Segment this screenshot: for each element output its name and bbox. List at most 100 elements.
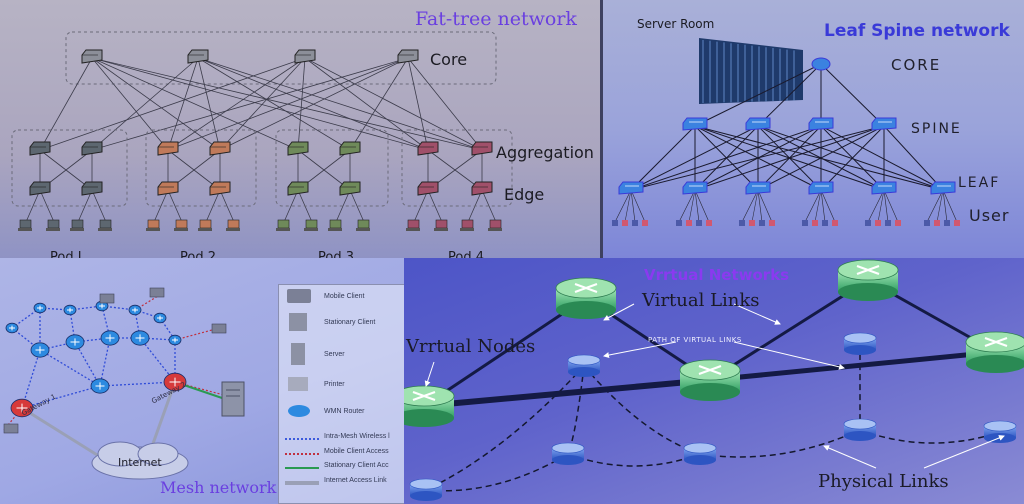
legend-printer: Printer [324,381,345,388]
host-computer-icon [276,219,290,231]
wmn-router-icon [168,334,182,346]
user-device-icon [924,220,930,226]
virtual-nodes-label: Vrrtual Nodes [406,336,536,357]
host-computer-icon [460,219,474,231]
fat-tree-title: Fat-tree network [415,8,577,30]
user-device-icon [642,220,648,226]
spine-tier-label: SPINE [911,121,962,137]
legend-mobile-client: Mobile Client [324,293,365,300]
mesh-nodes [3,287,227,434]
virtual-links-label: Virtual Links [642,290,760,311]
core-switch-1 [81,49,103,64]
aggregation-switch-1-2 [81,141,103,156]
pod-label-2: Pod 2 [180,250,216,258]
virtual-router-3 [679,359,741,401]
mesh-legend: Mobile Client Stationary Client Server P… [278,284,404,504]
wmn-router-icon [63,304,77,316]
physical-node-1 [567,354,601,377]
mesh-links [3,295,236,465]
physical-node-2 [409,478,443,501]
physical-links-label: Physical Links [818,471,949,492]
pod-box-1 [11,129,128,207]
wmn-router-icon [5,322,19,334]
host-computer-icon [434,219,448,231]
pod-label-1: Pod I [50,250,82,258]
physical-node-5 [843,332,877,355]
user-device-icon [865,220,871,226]
user-device-icon [739,220,745,226]
gateway-router-icon [10,398,34,418]
user-device-icon [612,220,618,226]
path-of-virtual-links-label: PATH OF VIRTUAL LINKS [648,336,742,344]
user-device-icon [676,220,682,226]
annotation-arrows [424,303,1005,469]
legend-line-intra-mesh [285,438,319,440]
legend-mobile-access: Mobile Client Access [324,448,389,455]
aggregation-switch-3-1 [287,141,309,156]
edge-switch-3-1 [287,181,309,196]
user-device-icon [749,220,755,226]
wmn-router-icon [153,312,167,324]
legend-line-internet-access [285,481,319,485]
internet-cloud-icon [91,441,189,480]
legend-icon-desktop [289,313,307,331]
user-device-icon [934,220,940,226]
edge-switch-2-2 [209,181,231,196]
user-device-icon [875,220,881,226]
host-computer-icon [356,219,370,231]
fat-tree-links [25,57,497,223]
physical-node-4 [683,442,717,465]
core-switch-2 [187,49,209,64]
leaf-spine-diagram [612,38,960,226]
edge-switch-3-2 [339,181,361,196]
mesh-title: Mesh network [160,478,277,497]
fat-tree-pods [11,129,513,207]
host-computer-icon [198,219,212,231]
server-rack-icon [699,38,803,104]
user-device-icon [632,220,638,226]
pod-label-4: Pod 4 [448,250,484,258]
spine-switch-4 [871,117,897,131]
user-device-icon [812,220,818,226]
virtual-router-5 [965,331,1024,373]
core-switch-3 [294,49,316,64]
wmn-router-icon [30,342,50,358]
user-devices [612,220,960,226]
server-tower-icon [221,381,245,417]
user-device-icon [885,220,891,226]
legend-internet-access: Internet Access Link [324,477,387,484]
mesh-network-diagram [3,287,245,480]
fat-tree-switches [18,49,502,231]
fat-tree-panel: Fat-tree network Core Aggregation Edge P… [0,0,600,258]
user-device-icon [895,220,901,226]
edge-switch-2-1 [157,181,179,196]
host-computer-icon [98,219,112,231]
laptop-icon [211,323,227,334]
leaf-spine-panel: Server Room Leaf Spine network CORE SPIN… [600,0,1024,258]
edge-switch-4-2 [471,181,493,196]
leaf-switch-6 [930,181,956,195]
leaf-spine-links [614,63,958,223]
leaf-switch-3 [745,181,771,195]
spine-switch-1 [682,117,708,131]
legend-icon-router [288,405,310,417]
wmn-router-icon [65,334,85,350]
user-device-icon [622,220,628,226]
pod-box-3 [275,129,389,207]
user-device-icon [944,220,950,226]
pod-box-2 [145,129,257,207]
physical-nodes [409,332,1017,501]
user-device-icon [802,220,808,226]
wmn-router-icon [95,300,109,312]
aggregation-switch-4-1 [417,141,439,156]
legend-line-mobile-access [285,453,319,455]
legend-icon-printer [288,377,308,391]
server-room-label: Server Room [637,17,715,31]
host-computer-icon [46,219,60,231]
virtual-router-2 [555,277,617,319]
edge-switch-1-1 [29,181,51,196]
virtual-router-4 [837,259,899,301]
leaf-spine-title: Leaf Spine network [824,21,1010,41]
fat-tree-diagram [11,31,513,231]
aggregation-switch-1-1 [29,141,51,156]
